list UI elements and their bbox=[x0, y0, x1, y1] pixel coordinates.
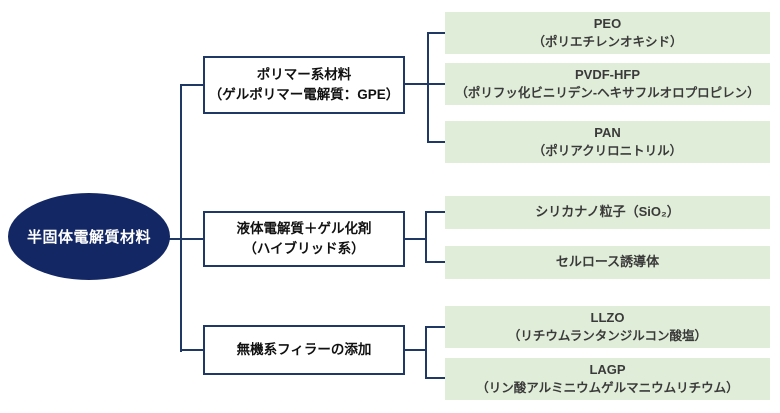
branch-label-line1: 液体電解質＋ゲル化剤 bbox=[236, 221, 372, 237]
connector-trunk-vertical bbox=[180, 84, 182, 352]
leaf-box-pan: PAN （ポリアクリロニトリル） bbox=[445, 121, 770, 163]
leaf-name: PAN bbox=[594, 124, 621, 140]
root-node-ellipse: 半固体電解質材料 bbox=[8, 193, 170, 280]
connector-stub-branch1 bbox=[180, 84, 203, 86]
connector-branch3-vertical bbox=[425, 326, 427, 379]
connector-stub-silica bbox=[425, 211, 445, 213]
leaf-desc: （ポリエチレンオキシド） bbox=[532, 35, 683, 50]
branch-box-polymer: ポリマー系材料 （ゲルポリマー電解質：GPE） bbox=[203, 56, 405, 114]
leaf-name: セルロース誘導体 bbox=[555, 254, 660, 270]
branch-box-hybrid: 液体電解質＋ゲル化剤 （ハイブリッド系） bbox=[203, 211, 405, 267]
leaf-desc: （ポリフッ化ビニリデン-ヘキサフルオロプロピレン） bbox=[455, 86, 760, 101]
leaf-box-peo: PEO （ポリエチレンオキシド） bbox=[445, 12, 770, 54]
connector-branch1-vertical bbox=[427, 32, 429, 143]
leaf-box-cellulose: セルロース誘導体 bbox=[445, 246, 770, 279]
connector-stub-branch3 bbox=[180, 349, 203, 351]
leaf-box-llzo: LLZO （リチウムランタンジルコン酸塩） bbox=[445, 306, 770, 348]
connector-branch1-input bbox=[405, 83, 445, 85]
branch-label-line1: ポリマー系材料 bbox=[256, 67, 352, 83]
leaf-name: LAGP bbox=[589, 361, 626, 377]
branch-label-line1: 無機系フィラーの添加 bbox=[236, 342, 372, 358]
leaf-desc: （ポリアクリロニトリル） bbox=[532, 144, 683, 159]
leaf-desc: （リチウムランタンジルコン酸塩） bbox=[507, 329, 708, 344]
leaf-name: PEO bbox=[593, 15, 622, 31]
connector-branch2-vertical bbox=[425, 211, 427, 263]
connector-stub-cellulose bbox=[425, 261, 445, 263]
connector-branch3-input bbox=[405, 349, 427, 351]
root-node-label: 半固体電解質材料 bbox=[26, 229, 151, 246]
leaf-box-pvdf-hfp: PVDF-HFP （ポリフッ化ビニリデン-ヘキサフルオロプロピレン） bbox=[445, 63, 770, 105]
connector-stub-lagp bbox=[425, 377, 445, 379]
leaf-box-lagp: LAGP （リン酸アルミニウムゲルマニウムリチウム） bbox=[445, 358, 770, 400]
leaf-name: PVDF-HFP bbox=[575, 66, 640, 82]
branch-label-line2: （ゲルポリマー電解質：GPE） bbox=[208, 87, 400, 102]
leaf-name: シリカナノ粒子（SiO₂） bbox=[535, 204, 680, 220]
leaf-box-silica-nanoparticle: シリカナノ粒子（SiO₂） bbox=[445, 196, 770, 229]
branch-label-line2: （ハイブリッド系） bbox=[243, 241, 365, 256]
connector-root-to-branch2 bbox=[165, 238, 205, 240]
leaf-name: LLZO bbox=[590, 309, 625, 325]
connector-stub-peo bbox=[427, 32, 445, 34]
branch-box-filler: 無機系フィラーの添加 bbox=[203, 325, 405, 375]
connector-stub-pan bbox=[427, 141, 445, 143]
connector-stub-llzo bbox=[425, 326, 445, 328]
leaf-desc: （リン酸アルミニウムゲルマニウムリチウム） bbox=[476, 381, 739, 396]
connector-branch2-input bbox=[405, 238, 427, 240]
